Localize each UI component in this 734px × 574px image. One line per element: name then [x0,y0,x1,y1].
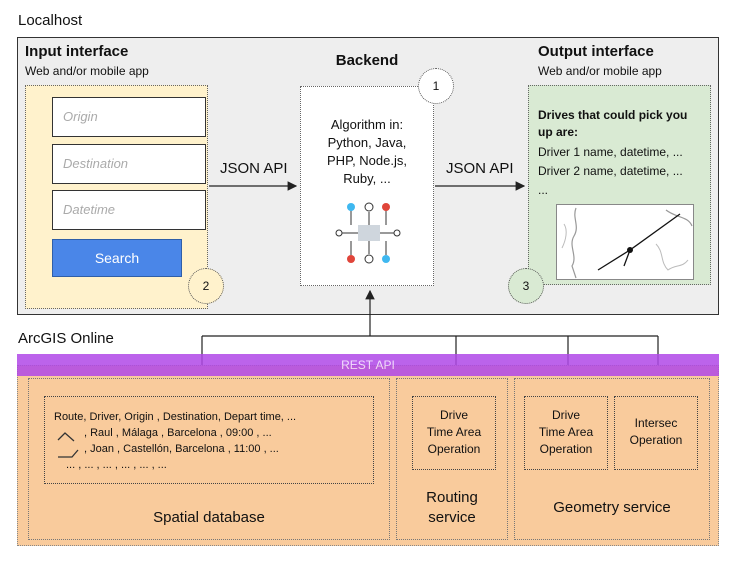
json-api-right-label: JSON API [446,160,514,177]
routing-drive-time-op [412,396,496,470]
algo-line: Ruby, ... [343,171,391,186]
geometry-service-label: Geometry service [553,499,671,516]
destination-field[interactable]: Destination [52,144,206,184]
arcgis-container [17,365,719,546]
output-interface-title: Output interface [538,43,654,60]
search-button[interactable]: Search [52,239,182,277]
result-item: ... [538,183,549,197]
routing-drive-time-text: Drive Time Area Operation [412,407,496,458]
svc-line: Routing [426,489,478,506]
svc-line: service [428,509,476,526]
op-line: Operation [427,442,481,456]
routing-service-label: Routing service [396,488,508,528]
backend-algorithm-text: Algorithm in: Python, Java, PHP, Node.js… [300,116,434,188]
routing-service-panel [396,378,508,540]
geometry-drive-time-text: Drive Time Area Operation [524,407,608,458]
algo-line: Python, Java, [327,135,407,150]
table-header: Route, Driver, Origin , Destination, Dep… [54,411,297,423]
geometry-intersec-op [614,396,698,470]
op-line: Operation [629,433,683,447]
op-line: Drive [551,408,580,422]
backend-panel [300,86,434,286]
result-item[interactable]: Driver 1 name, datetime, ... [538,145,683,159]
spatial-table-content: Route, Driver, Origin , Destination, Dep… [54,409,296,473]
output-badge: 3 [508,268,544,304]
op-line: Time Area [538,425,594,439]
geometry-service-panel [514,378,710,540]
localhost-label: Localhost [18,12,83,29]
spatial-table [44,396,374,484]
route-line-icon [57,432,79,458]
op-line: Intersec [634,416,678,430]
algo-line: PHP, Node.js, [327,153,407,168]
network-diagram-icon [335,202,401,264]
datetime-field[interactable]: Datetime [52,190,206,230]
table-row: , Joan , Castellón, Barcelona , 11:00 , … [84,443,279,455]
table-row: ... , ... , ... , ... , ... , ... [66,459,167,471]
input-interface-subtitle: Web and/or mobile app [25,64,149,78]
output-heading: Drives that could pick you up are: [538,107,687,141]
output-results-list: Driver 1 name, datetime, ... Driver 2 na… [538,143,683,200]
json-api-left-label: JSON API [220,160,288,177]
table-row: , Raul , Málaga , Barcelona , 09:00 , ..… [84,427,272,439]
geometry-intersec-text: Intersec Operation [614,415,698,449]
op-line: Time Area [426,425,482,439]
input-badge: 2 [188,268,224,304]
output-interface-subtitle: Web and/or mobile app [538,64,662,78]
op-line: Operation [539,442,593,456]
backend-badge: 1 [418,68,454,104]
backend-title: Backend [335,52,399,69]
arcgis-label: ArcGIS Online [18,330,114,347]
output-heading-line: up are: [538,125,579,139]
result-item[interactable]: Driver 2 name, datetime, ... [538,164,683,178]
origin-field[interactable]: Origin [52,97,206,137]
output-heading-line: Drives that could pick you [538,108,688,122]
geometry-drive-time-op [524,396,608,470]
spatial-database-label: Spatial database [153,509,265,526]
rest-api-bar: REST API [17,354,719,376]
spatial-database-panel [28,378,390,540]
op-line: Drive [439,408,468,422]
input-interface-title: Input interface [25,43,129,60]
map-route-icon [556,204,694,280]
algo-line: Algorithm in: [330,117,404,132]
